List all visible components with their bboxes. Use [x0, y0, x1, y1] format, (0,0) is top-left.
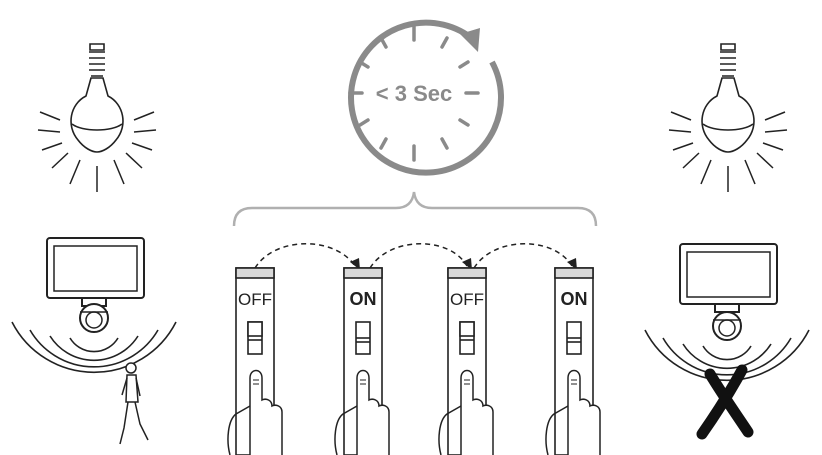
right-light-bulb-icon [669, 44, 787, 192]
dashed-arrow [255, 244, 572, 268]
left-light-bulb-icon [38, 44, 156, 192]
timer-bracket [234, 192, 596, 226]
left-motion-sensor-light-icon [47, 238, 144, 332]
walking-person-icon [120, 363, 148, 444]
switch-sequence: OFF ON OFF ON [228, 244, 600, 455]
timer-label: < 3 Sec [376, 81, 452, 106]
switch-1-label: OFF [238, 290, 272, 309]
switch-2-label: ON [350, 289, 377, 309]
switch-4-label: ON [561, 289, 588, 309]
switch-3-label: OFF [450, 290, 484, 309]
right-motion-sensor-light-icon [680, 244, 777, 340]
